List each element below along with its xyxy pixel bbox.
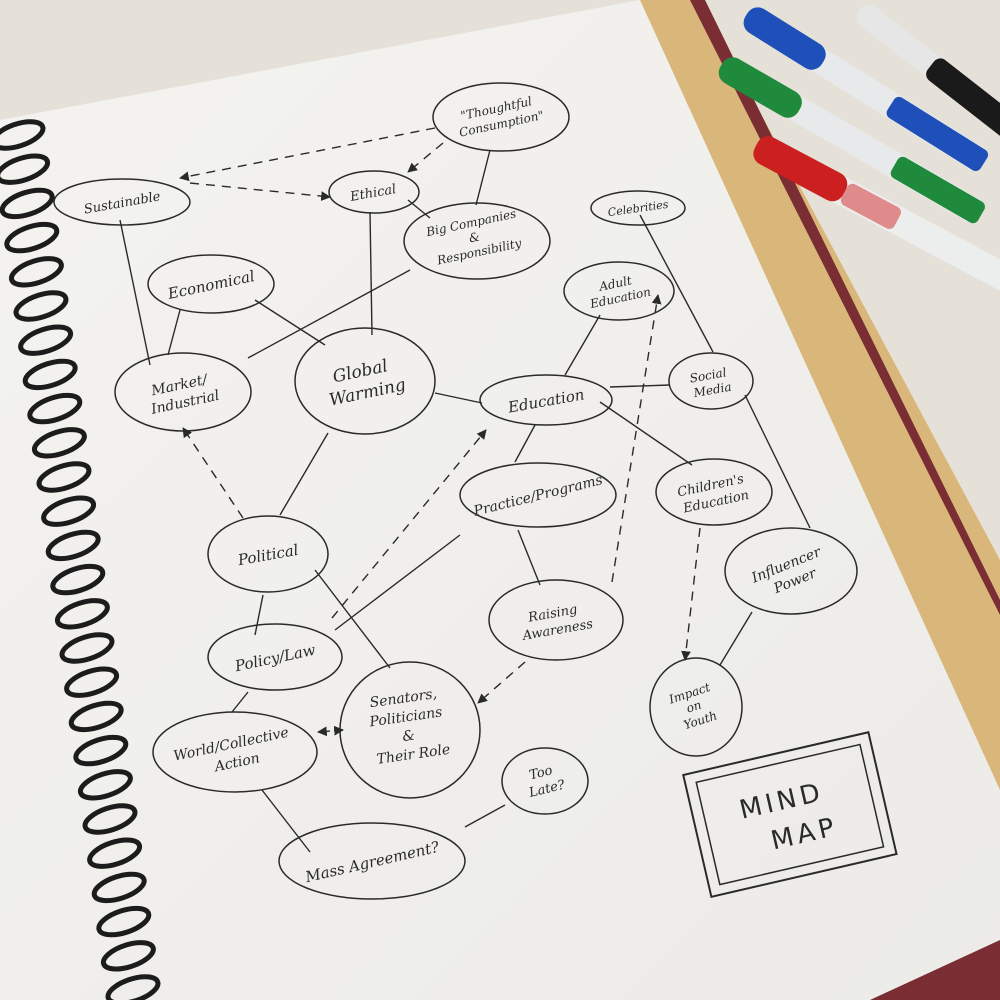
arrow-link: [407, 142, 444, 173]
node-thoughtful-consumption: [432, 82, 570, 152]
black-pen: [856, 4, 1000, 153]
title-box-inner: [695, 743, 885, 886]
spiral-ring: [27, 392, 83, 425]
link: [744, 394, 811, 529]
link: [334, 534, 461, 631]
node-adult-education: [563, 261, 675, 321]
link: [254, 594, 264, 636]
link: [639, 214, 714, 353]
link: [599, 401, 693, 466]
green-pen: [718, 57, 985, 224]
dashed-arrows: [179, 127, 701, 737]
spiral-ring: [50, 563, 106, 596]
link: [247, 269, 411, 359]
link: [475, 149, 491, 206]
spiral-ring: [54, 598, 110, 630]
pens: [718, 4, 1000, 295]
arrow-link: [179, 127, 436, 182]
link: [434, 392, 483, 404]
node-sustainable: [53, 178, 191, 226]
spiral-ring: [0, 119, 46, 151]
spiral-ring: [0, 187, 55, 220]
node-policy-law: [207, 623, 343, 691]
spiral-ring: [105, 974, 161, 1000]
node-political: [207, 515, 329, 593]
link: [261, 789, 311, 853]
link: [369, 211, 373, 336]
node-market-industrial: [114, 352, 252, 432]
link: [231, 691, 249, 713]
arrow-link: [681, 527, 701, 661]
arrow-link: [189, 182, 331, 201]
spiral-ring: [36, 461, 92, 493]
node-global-warming: [294, 327, 436, 435]
node-senators-politicians: [339, 661, 481, 799]
spiral-ring: [45, 529, 101, 562]
spiral-ring: [87, 837, 143, 869]
node-impact-on-youth: [649, 657, 743, 757]
arrow-link: [331, 429, 487, 619]
spiral-ring: [100, 940, 156, 972]
spiral-ring: [22, 358, 78, 391]
node-childrens-education: [655, 458, 773, 526]
link: [254, 299, 326, 346]
spiral-ring: [41, 495, 97, 527]
node-influencer-power: [724, 527, 858, 615]
node-economical: [147, 254, 275, 314]
node-too-late: [501, 747, 589, 815]
link: [517, 529, 541, 586]
link: [514, 424, 536, 463]
link: [119, 219, 151, 366]
spiral-ring: [18, 324, 74, 356]
node-raising-awareness: [488, 579, 624, 661]
blue-pen: [743, 7, 989, 171]
nodes: [53, 82, 858, 900]
red-pen: [753, 136, 1000, 295]
link: [609, 384, 671, 388]
arrow-link: [611, 294, 662, 583]
node-ethical: [328, 170, 420, 214]
spiral-ring: [13, 290, 69, 322]
link: [167, 309, 181, 356]
spiral-ring: [77, 769, 133, 801]
spiral-ring: [8, 256, 64, 288]
spiral-binding: [0, 119, 161, 1000]
spiral-ring: [4, 221, 60, 254]
spiral-ring: [96, 905, 152, 938]
connections: [119, 149, 811, 853]
spiral-ring: [91, 871, 147, 904]
link: [564, 314, 601, 376]
node-education: [479, 374, 613, 426]
link: [464, 804, 506, 828]
link: [314, 569, 391, 669]
title-box-outer: [682, 731, 898, 898]
node-mass-agreement: [278, 822, 466, 900]
node-social-media: [668, 352, 754, 410]
spiral-ring: [0, 153, 51, 185]
node-celebrities: [590, 190, 686, 226]
spiral-ring: [64, 666, 120, 698]
arrow-link: [182, 427, 244, 519]
node-big-companies: [403, 202, 551, 280]
spiral-ring: [31, 427, 87, 459]
node-world-collective-action: [152, 711, 318, 793]
arrow-link: [477, 661, 526, 704]
spiral-ring: [68, 700, 124, 733]
node-practice-programs: [459, 462, 617, 528]
spiral-ring: [59, 632, 115, 664]
link: [279, 432, 329, 516]
spiral-ring: [73, 734, 129, 767]
label-social-media: Social Media: [689, 365, 734, 401]
spiral-ring: [82, 803, 138, 835]
link: [719, 611, 753, 666]
